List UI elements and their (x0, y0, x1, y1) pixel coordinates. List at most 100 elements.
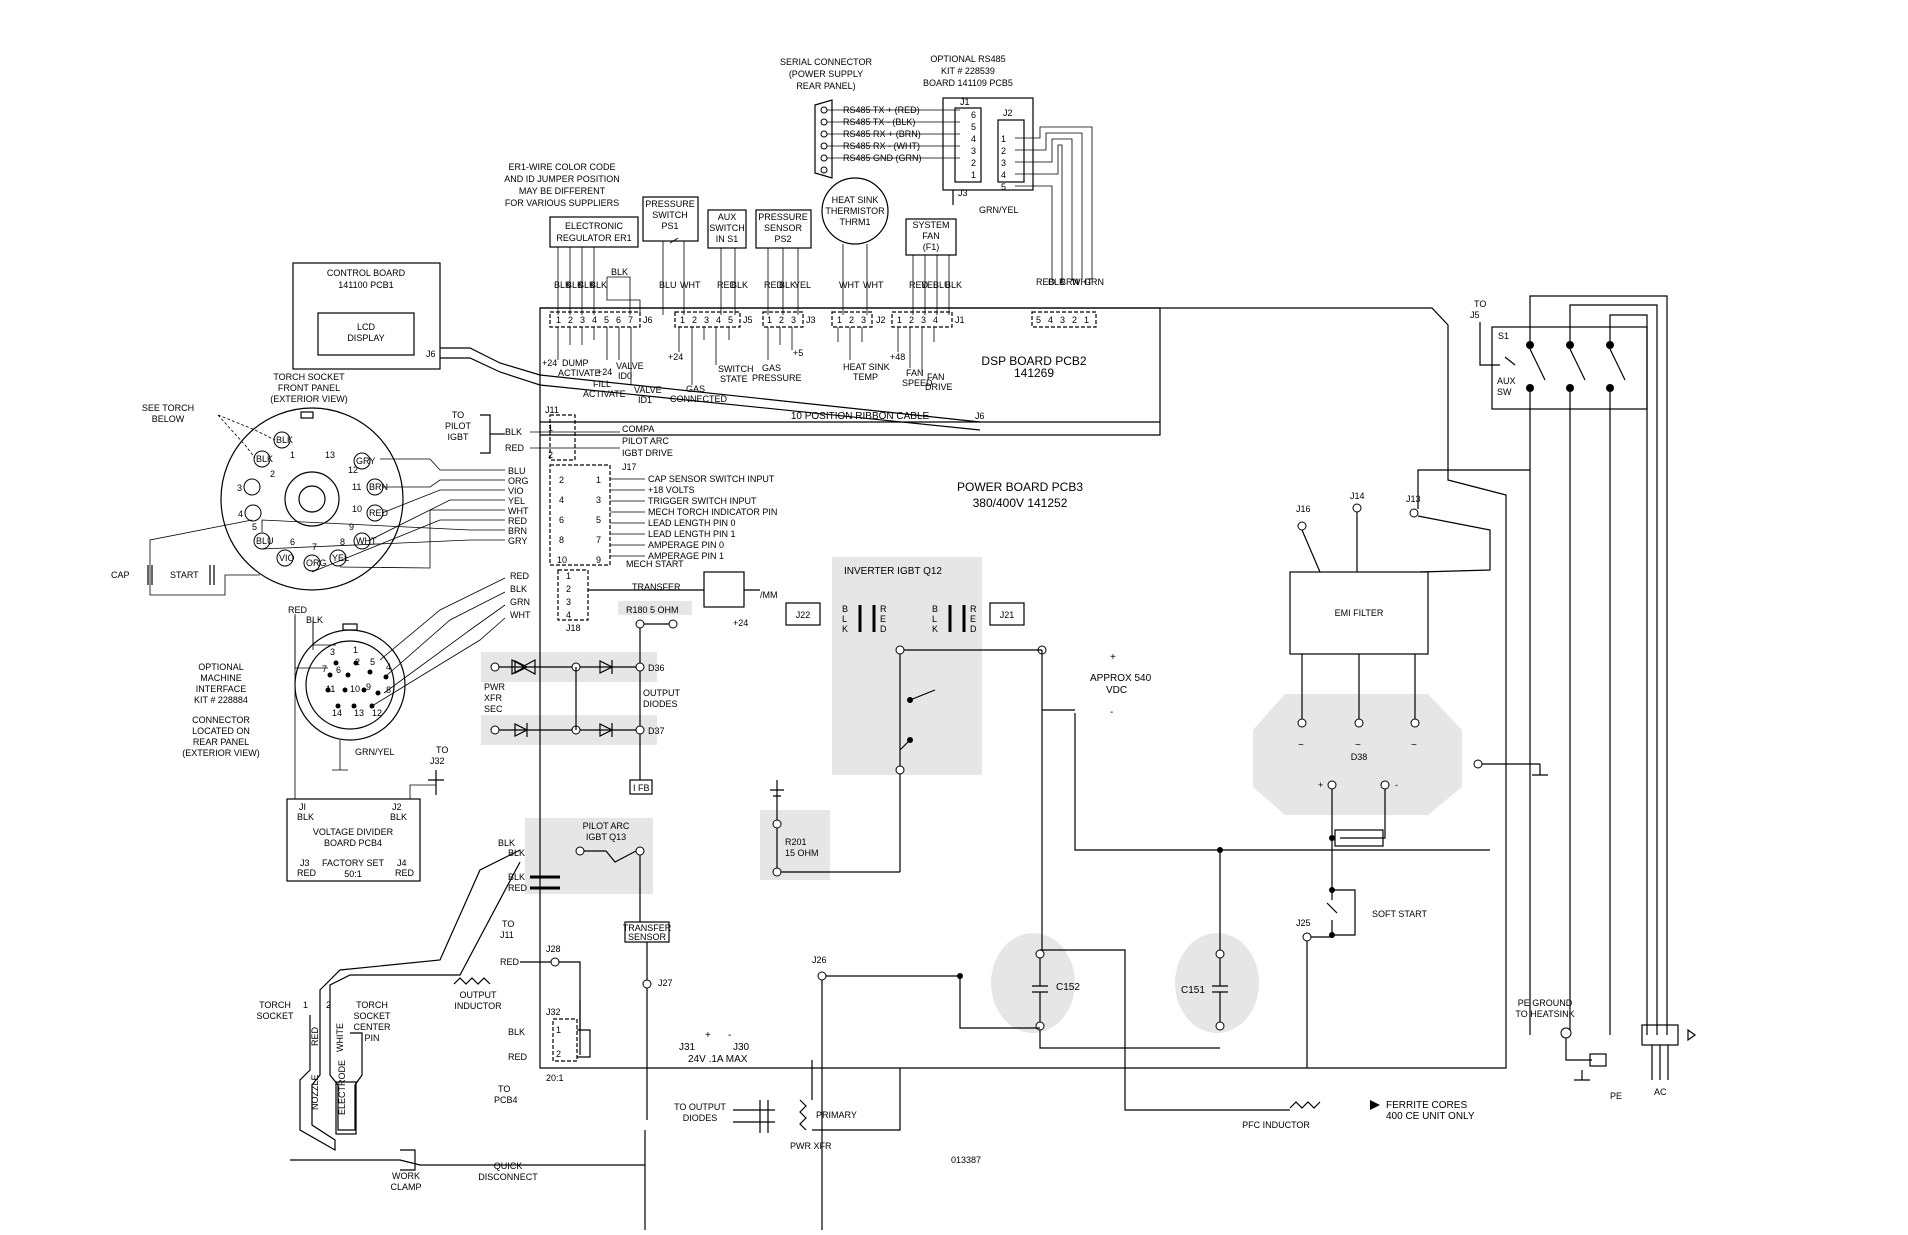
pin: 7 (628, 315, 633, 325)
pe-label: PE (1610, 1091, 1622, 1101)
mm-label: /MM (760, 590, 778, 600)
j18-label: J18 (566, 623, 581, 633)
pin: 4 (592, 315, 597, 325)
mech-start-label: MECH START (626, 559, 684, 569)
pin: 4 (1048, 315, 1053, 325)
mi-ground-label: GRN/YEL (355, 747, 395, 757)
j31-label: J31 (679, 1042, 696, 1053)
j27-label: J27 (658, 978, 673, 988)
mi-line5: CONNECTOR (192, 715, 250, 725)
pin-number: 13 (325, 450, 335, 460)
j17-pins-left: 2 4 6 8 10 (557, 475, 567, 565)
label: +24 (542, 358, 557, 368)
label: PRESSURE (752, 373, 802, 383)
plus24-label: +24 (733, 618, 748, 628)
aux-line1: AUX (718, 212, 737, 222)
j13-label: J13 (1406, 494, 1421, 504)
wire-color: RED (909, 280, 929, 290)
inverter-j22: J22 (796, 610, 811, 620)
to-pilot-line2: PILOT (445, 421, 472, 431)
dsp-board: DSP BOARD PCB2 141269 10 POSITION RIBBON… (539, 307, 1507, 1069)
s1-contacts (1526, 341, 1614, 392)
pin-number: 11 (352, 482, 361, 492)
label: +5 (793, 348, 803, 358)
ifb-label: I FB (633, 783, 650, 793)
wire-color: BLK (731, 280, 748, 290)
letter: K (932, 624, 938, 634)
torch-center3: CENTER (353, 1022, 391, 1032)
pin: 12 (372, 708, 382, 718)
wire-color: BLK (554, 280, 571, 290)
rs485-j3-label: J3 (958, 188, 968, 198)
transfer-sensor-line2: SENSOR (628, 932, 667, 942)
soft-start: SOFT START J25 (1296, 887, 1428, 1068)
wire-color: BLK (1048, 277, 1065, 287)
j5-pin-numbers: 1 2 3 4 5 (680, 315, 733, 325)
pfc-inductor-label: PFC INDUCTOR (1242, 1120, 1310, 1130)
letter: K (842, 624, 848, 634)
aux-box (707, 209, 747, 249)
j17-label: J17 (622, 462, 637, 472)
pin: 7 (596, 535, 601, 545)
vd-ratio: 50:1 (344, 869, 362, 879)
to-pilot-line1: TO (452, 410, 464, 420)
j11-pin: 2 (548, 450, 553, 460)
pin-color: BLK (276, 435, 293, 445)
torch-bottom: TORCH SOCKET TORCH SOCKET CENTER PIN 1 2… (256, 849, 645, 1192)
wire-color: YEL (794, 280, 811, 290)
transfer-sensor-line1: TRANSFER (623, 923, 672, 933)
to-j11-line1: TO (502, 919, 514, 929)
letter: B (842, 604, 848, 614)
fan-line1: SYSTEM (912, 220, 949, 230)
ps2-line1: PRESSURE (758, 212, 808, 222)
pilot-arc-igbt: PILOT ARC IGBT Q13 BLK BLK BLK RED TO J1… (498, 821, 672, 980)
label: DUMP (562, 358, 589, 368)
wire-color: RED (1036, 277, 1056, 287)
pin-number: 9 (349, 522, 354, 532)
pin-color: GRY (356, 456, 375, 466)
pin: 1 (897, 315, 902, 325)
inverter-j21: J21 (1000, 610, 1015, 620)
pin: 2 (566, 584, 571, 594)
pin: 11 (326, 684, 335, 694)
j32-blk: BLK (508, 1027, 525, 1037)
d38-tilde: ~ (1411, 740, 1417, 751)
vd-j4-color: RED (395, 868, 415, 878)
pin: 4 (716, 315, 721, 325)
j6-pin-numbers: 1 2 3 4 5 6 7 (556, 315, 633, 325)
dsp-signal-labels: +24 DUMP ACTIVATE FILL ACTIVATE +24 VALV… (542, 348, 953, 405)
doc-number: 013387 (951, 1155, 981, 1165)
vd-j1: JI (299, 802, 306, 812)
output-diodes-line1: OUTPUT (643, 688, 681, 698)
pwr-xfr-sec-line3: SEC (484, 704, 503, 714)
letter: D (970, 624, 977, 634)
j32-pin2: 2 (556, 1049, 561, 1059)
er1-note-line1: ER1-WIRE COLOR CODE (508, 162, 615, 172)
pin-color: RED (369, 508, 389, 518)
torch-socket-title: TORCH SOCKET (273, 372, 345, 382)
j32-pin1: 1 (556, 1025, 561, 1035)
label: ID1 (638, 395, 652, 405)
rs485-j2-pin: 2 (1001, 146, 1006, 156)
j11-label: J11 (545, 405, 559, 415)
wire-color: BLU (659, 280, 677, 290)
output-inductor-line1: OUTPUT (460, 990, 498, 1000)
wire-color: WHT (508, 506, 529, 516)
mi-line6: LOCATED ON (192, 726, 250, 736)
label: TEMP (853, 372, 878, 382)
torch-pin-numbers: 1 2 3 4 5 6 7 8 9 10 11 12 13 (237, 450, 362, 552)
rs485-j2-pin: 5 (1001, 182, 1006, 192)
signal: +18 VOLTS (648, 485, 695, 495)
pe-ground: PE GROUND TO HEATSINK PE (1515, 998, 1622, 1101)
pin: 4 (566, 610, 571, 620)
to-pilot-line3: IGBT (447, 432, 469, 442)
j17-pins-right: 1 3 5 7 9 (596, 475, 601, 565)
pin-number: 8 (340, 537, 345, 547)
pwr-xfr-name: PWR XFR (790, 1141, 832, 1151)
pin: 1 (1084, 315, 1089, 325)
torch-pin-colors: BLK BLK GRY BRN RED WHT YEL ORG VIO BLU (256, 435, 389, 568)
torch-bottom-socket1: TORCH (259, 1000, 291, 1010)
wire-color: RED (764, 280, 784, 290)
pin: 3 (330, 647, 335, 657)
ps2-box (755, 209, 812, 249)
